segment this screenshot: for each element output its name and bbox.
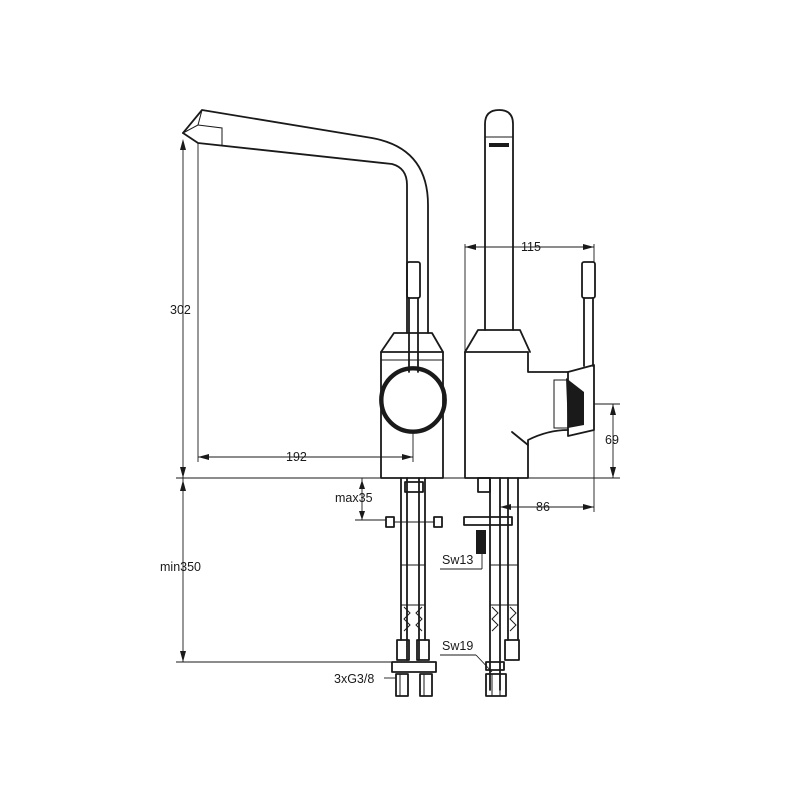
dim-lever-depth: 86 — [536, 500, 550, 514]
dim-lever-height: 69 — [605, 433, 619, 447]
dim-spout-height: 302 — [170, 303, 191, 317]
side-spout — [484, 109, 514, 331]
dim-spout-reach: 192 — [286, 450, 307, 464]
side-hoses — [463, 477, 520, 697]
dim-deck-max: max35 — [335, 491, 373, 505]
dimension-labels: 302 192 max35 min350 3xG3/8 115 69 86 Sw… — [160, 240, 619, 686]
dim-connection: 3xG3/8 — [334, 672, 374, 686]
dim-under-min: min350 — [160, 560, 201, 574]
dimension-lines — [176, 139, 620, 679]
side-view — [463, 109, 596, 697]
dim-spanner-13: Sw13 — [442, 553, 473, 567]
dim-body-depth: 115 — [521, 240, 541, 254]
front-view — [182, 109, 447, 697]
front-spout — [182, 109, 429, 334]
front-hoses — [385, 477, 443, 697]
dim-spanner-19: Sw19 — [442, 639, 473, 653]
